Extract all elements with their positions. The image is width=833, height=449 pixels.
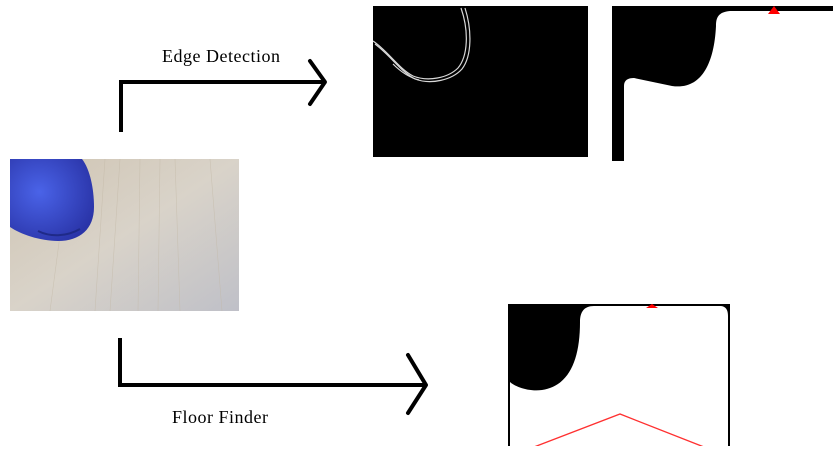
target-marker-floor (646, 304, 658, 308)
blue-object (10, 159, 94, 241)
floor-boundary-outline (533, 413, 705, 448)
target-marker (768, 6, 780, 14)
floor-finder-graphic (508, 304, 730, 449)
edge-lines-graphic (373, 7, 471, 83)
edge-detection-arrow (119, 59, 327, 132)
edge-mask-graphic (624, 6, 833, 161)
floor-finder-label: Floor Finder (172, 407, 269, 427)
free-floor-region (624, 11, 833, 161)
input-camera-photo (10, 159, 239, 311)
floor-region (510, 306, 728, 449)
input-photo-graphic (10, 159, 239, 311)
edge-detection-label: Edge Detection (162, 46, 281, 66)
floor-finder-output (508, 304, 730, 449)
edge-mask-output (612, 6, 833, 161)
edge-detection-output (373, 6, 588, 157)
floor-finder-arrow (118, 338, 428, 415)
